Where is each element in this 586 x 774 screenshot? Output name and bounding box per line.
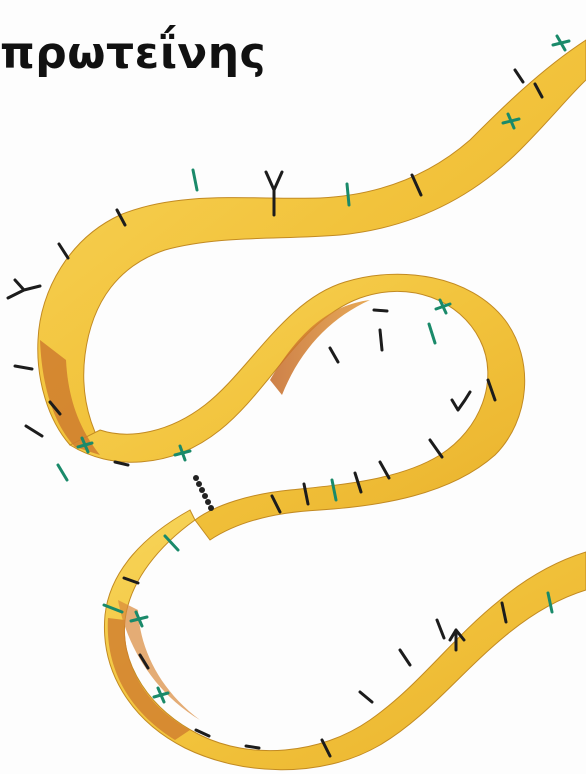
disulfide-bond [193, 475, 214, 511]
ribbon-body [38, 40, 586, 770]
